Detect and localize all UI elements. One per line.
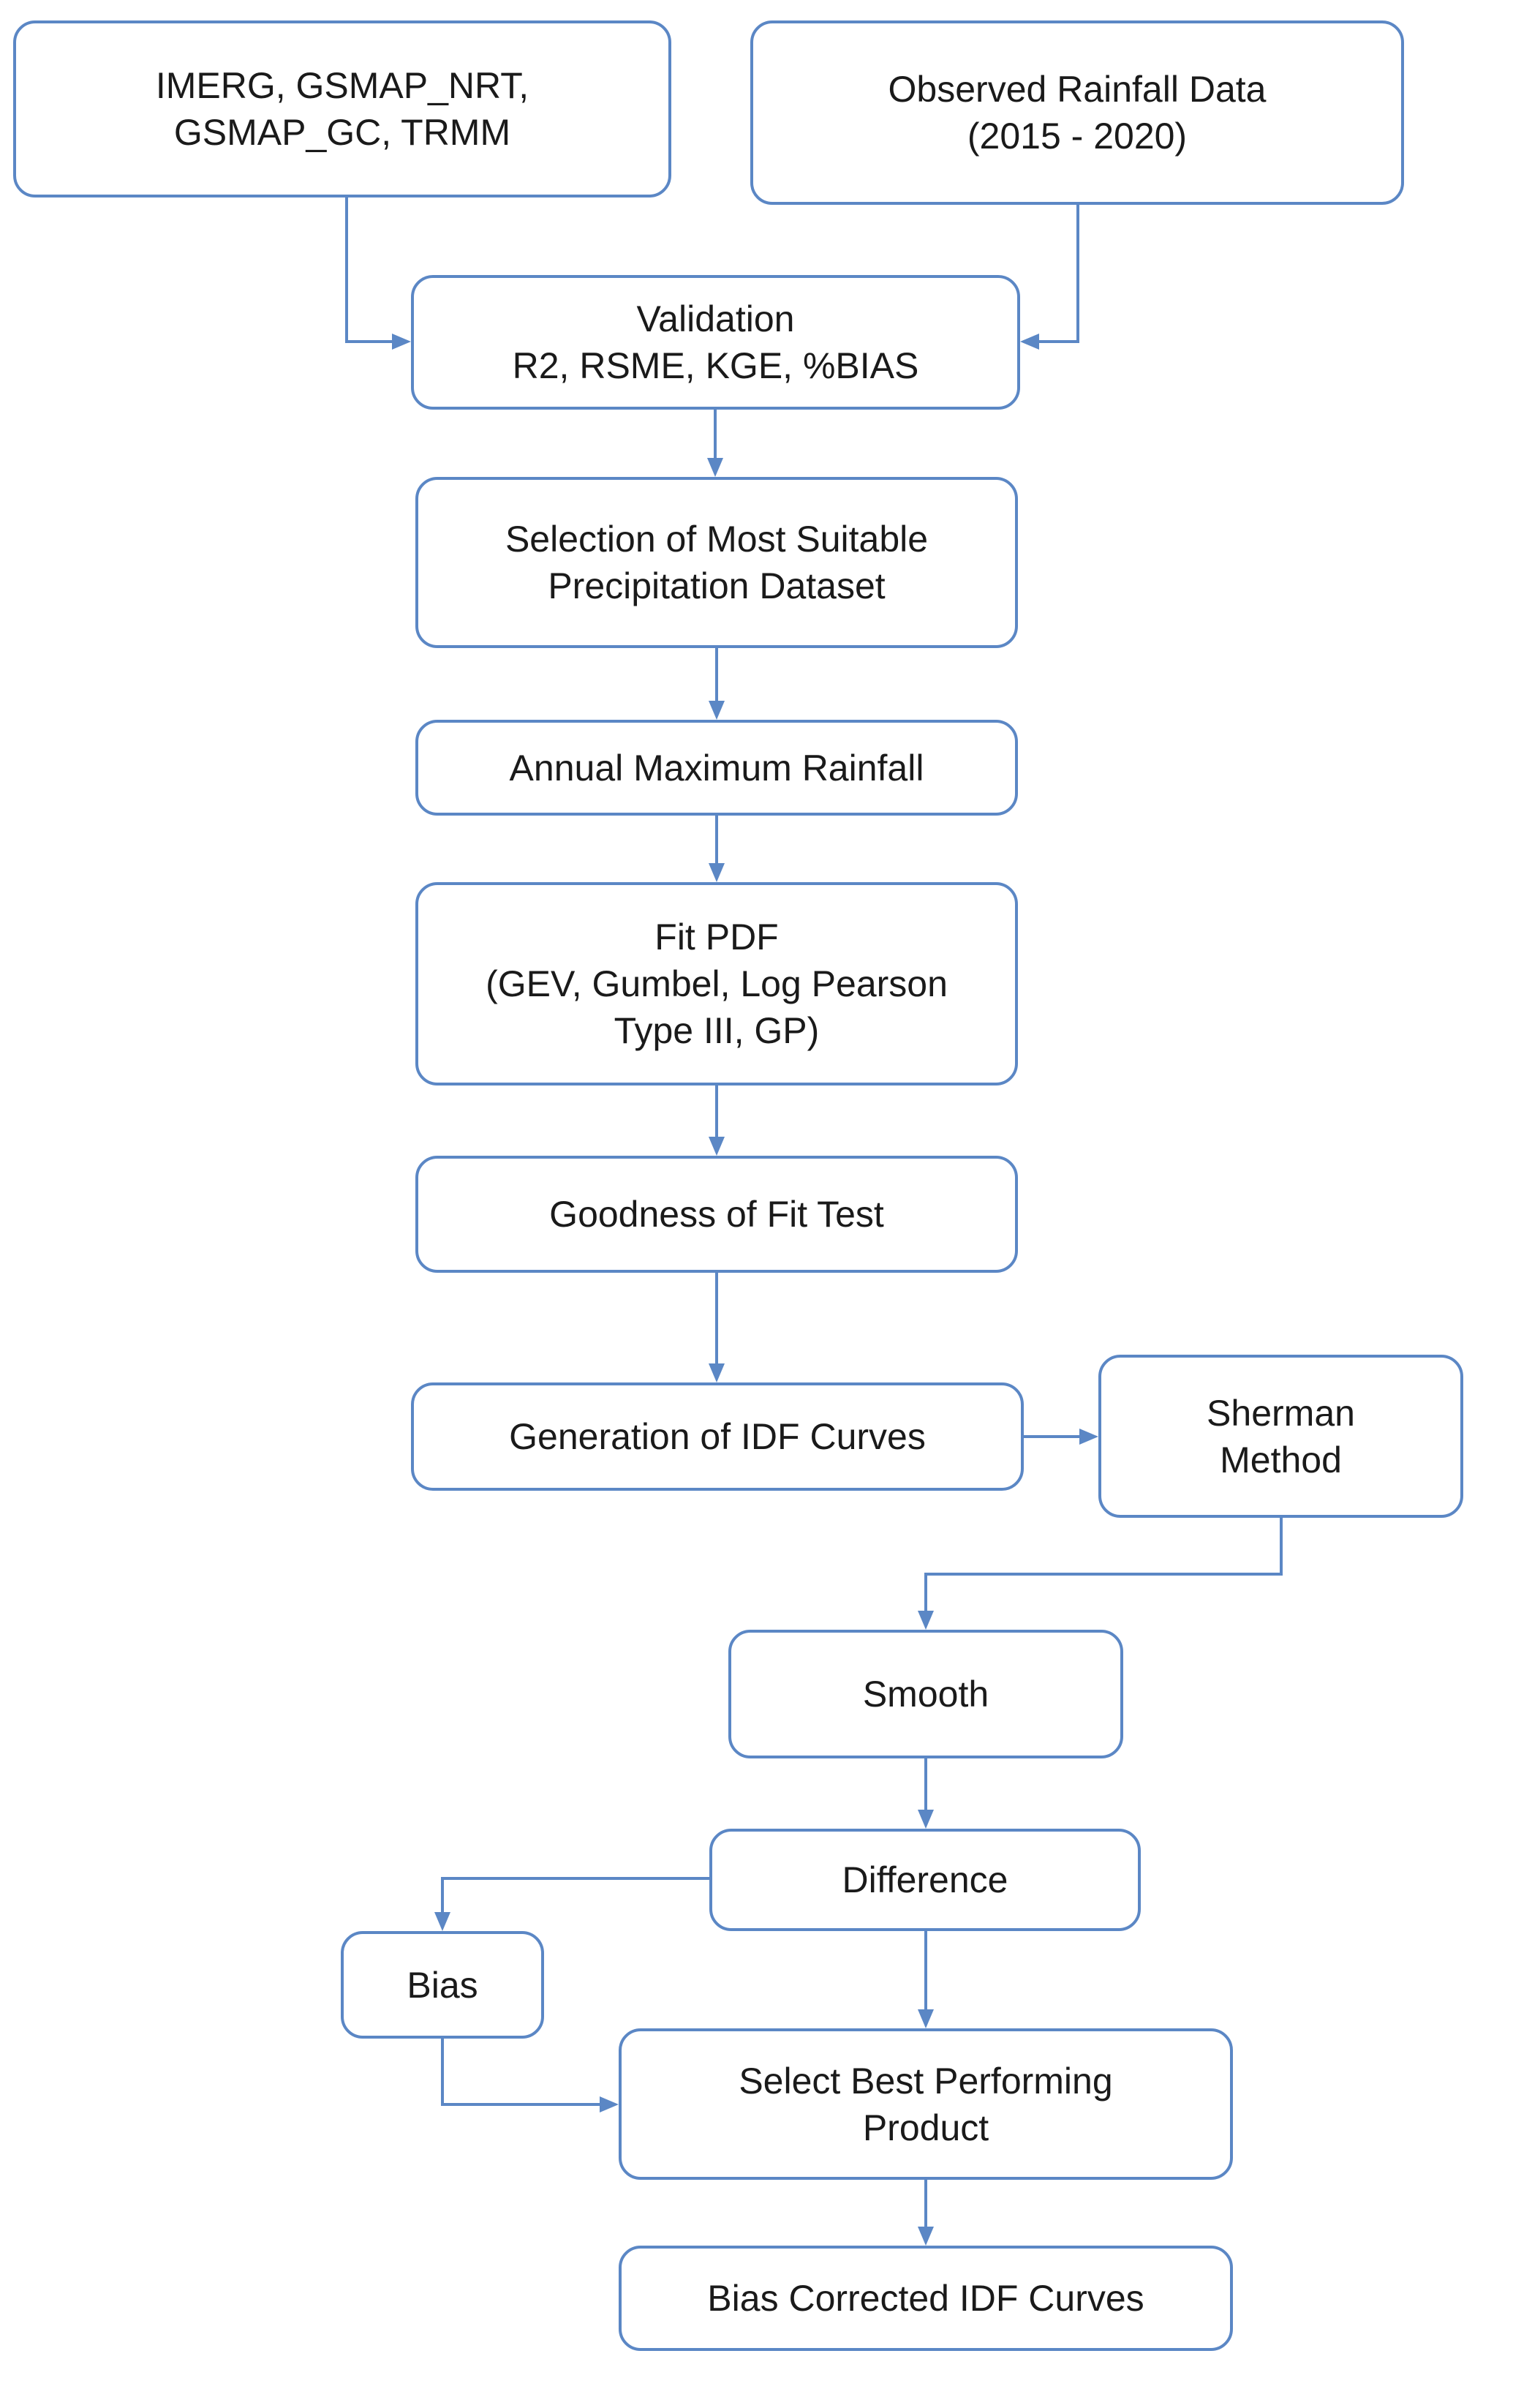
edge-annual-max-to-fit-pdf [709,816,725,882]
arrowhead-icon [709,863,725,882]
node-label: Type III, GP) [614,1010,820,1051]
arrowhead-icon [709,1363,725,1382]
edge-select-best-to-bias-corrected [918,2180,934,2246]
edge-difference-to-bias [434,1877,709,1931]
node-label: Product [862,2107,989,2148]
edge-sherman-to-smooth [918,1518,1283,1630]
node-label: (GEV, Gumbel, Log Pearson [486,963,948,1004]
node-label: R2, RSME, KGE, %BIAS [512,345,919,386]
arrowhead-icon [918,2009,934,2028]
node-label: Bias [407,1964,478,2006]
node-label: Method [1220,1439,1342,1480]
arrowhead-icon [434,1912,450,1931]
edge-line [345,197,395,343]
arrowhead-icon [918,1611,934,1630]
arrowhead-icon [709,701,725,720]
edge-observed-to-validation [1020,205,1079,350]
edge-goodness-to-idf-generation [709,1273,725,1382]
edge-line [924,1518,1283,1614]
node-label: Sherman [1207,1392,1355,1434]
node-label: Goodness of Fit Test [549,1194,884,1235]
edge-difference-to-select-best [918,1931,934,2028]
node-label: IMERG, GSMAP_NRT, [155,65,529,106]
edge-satellite-to-validation [345,197,411,350]
node-label: Difference [842,1859,1008,1900]
edge-idf-generation-to-sherman [1024,1429,1098,1445]
arrowhead-icon [707,458,723,477]
node-satellite: IMERG, GSMAP_NRT, GSMAP_GC, TRMM [13,20,671,197]
node-label: Fit PDF [654,917,779,957]
node-label: Bias Corrected IDF Curves [707,2278,1144,2319]
node-label: Generation of IDF Curves [509,1416,926,1457]
arrowhead-icon [1020,334,1039,350]
node-label: (2015 - 2020) [967,116,1188,157]
edge-line [1036,205,1079,343]
edge-bias-to-select-best [441,2039,619,2112]
node-idf-generation: Generation of IDF Curves [411,1382,1024,1491]
arrowhead-icon [1079,1429,1098,1445]
arrowhead-icon [918,1810,934,1829]
node-bias-corrected: Bias Corrected IDF Curves [619,2246,1233,2351]
node-label: GSMAP_GC, TRMM [173,112,511,153]
edge-line [441,2039,603,2106]
edge-selection-to-annual-max [709,648,725,720]
edge-line [441,1877,709,1915]
node-label: Validation [636,298,795,339]
edge-fit-pdf-to-goodness [709,1086,725,1156]
node-label: Selection of Most Suitable [505,519,929,560]
node-difference: Difference [709,1829,1141,1931]
node-smooth: Smooth [728,1630,1123,1758]
arrowhead-icon [600,2096,619,2112]
edge-smooth-to-difference [918,1758,934,1829]
edge-validation-to-selection [707,410,723,477]
node-label: Precipitation Dataset [548,565,886,606]
node-bias: Bias [341,1931,544,2039]
node-goodness: Goodness of Fit Test [415,1156,1018,1273]
arrowhead-icon [392,334,411,350]
arrowhead-icon [918,2227,934,2246]
node-label: Observed Rainfall Data [888,69,1267,110]
node-label: Smooth [862,1674,989,1715]
node-observed: Observed Rainfall Data (2015 - 2020) [750,20,1404,205]
node-label: Select Best Performing [739,2060,1113,2102]
node-annual-max: Annual Maximum Rainfall [415,720,1018,816]
node-label: Annual Maximum Rainfall [509,747,924,789]
arrowhead-icon [709,1137,725,1156]
